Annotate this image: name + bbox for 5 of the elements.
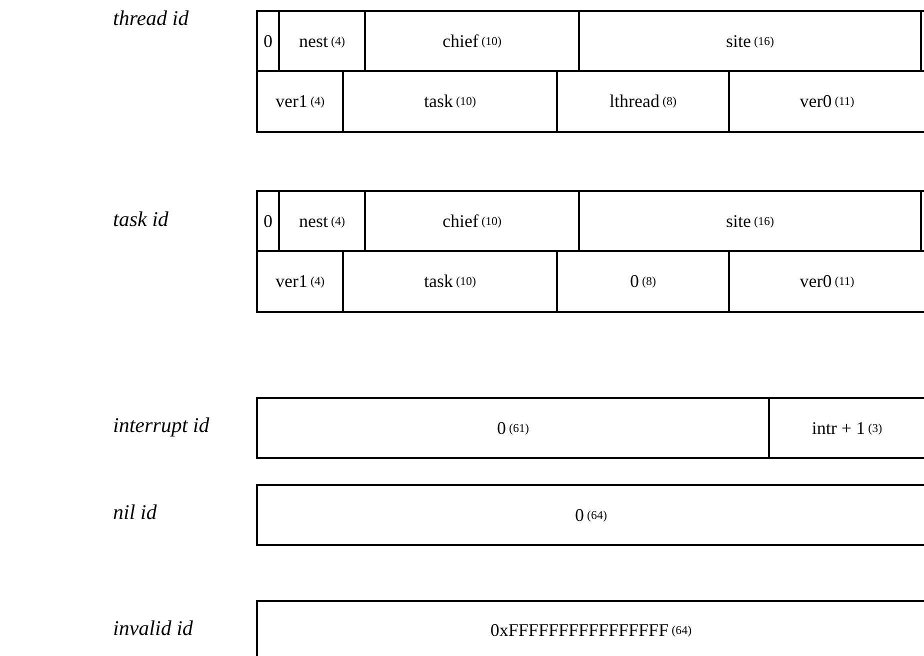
row-label: nil id: [113, 500, 157, 525]
row-label: task id: [113, 207, 168, 232]
row-label: interrupt id: [113, 413, 210, 438]
row-label: thread id: [113, 6, 189, 31]
row-label: invalid id: [113, 616, 193, 641]
